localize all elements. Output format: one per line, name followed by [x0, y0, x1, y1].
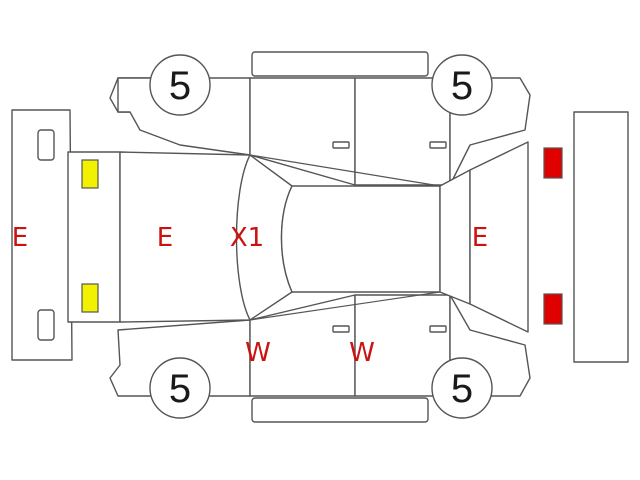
tyre-rear-left: 5 [431, 54, 493, 116]
mark-rear-bumper: E [472, 223, 488, 253]
rear-bumper [573, 111, 629, 363]
mark-hood: E [157, 223, 173, 253]
tyre-rear-left-label: 5 [451, 64, 473, 108]
mark-front-door: W [245, 338, 271, 368]
square-lamp-icon [543, 293, 563, 325]
left-side-panels [109, 51, 531, 186]
tyre-front-left: 5 [149, 54, 211, 116]
tyre-rear-right-label: 5 [451, 367, 473, 411]
front-bumper [11, 109, 73, 361]
headlamps [81, 159, 99, 313]
square-lamp-icon [81, 159, 99, 189]
tail-lamps [543, 147, 563, 325]
tyre-front-right: 5 [149, 357, 211, 419]
roof-and-body-top [67, 141, 529, 333]
mark-front-bumper: E [12, 223, 28, 253]
tyre-front-right-label: 5 [169, 367, 191, 411]
square-lamp-icon [543, 147, 563, 179]
mark-windshield: X1 [230, 223, 264, 253]
tyre-rear-right: 5 [431, 357, 493, 419]
mark-rear-door: W [349, 338, 375, 368]
tyre-front-left-label: 5 [169, 64, 191, 108]
square-lamp-icon [81, 283, 99, 313]
